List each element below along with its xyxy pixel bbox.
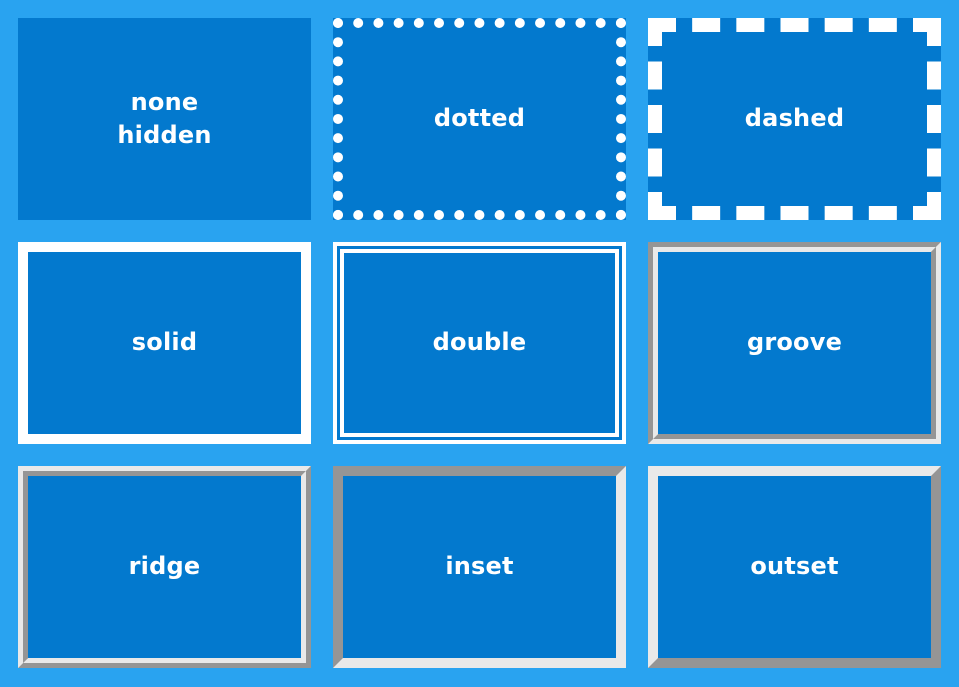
border-demo-ridge: ridge bbox=[18, 466, 311, 668]
border-demo-label: none hidden bbox=[117, 87, 212, 149]
border-demo-dotted: dotted bbox=[333, 18, 626, 220]
border-demo-label: groove bbox=[746, 328, 843, 357]
border-demo-label: inset bbox=[445, 552, 514, 581]
border-demo-label: double bbox=[432, 328, 527, 357]
border-demo-double: double bbox=[333, 242, 626, 444]
border-demo-outset: outset bbox=[648, 466, 941, 668]
border-demo-groove: groove bbox=[648, 242, 941, 444]
border-demo-label: outset bbox=[750, 552, 839, 581]
border-demo-solid: solid bbox=[18, 242, 311, 444]
border-demo-inset: inset bbox=[333, 466, 626, 668]
border-demo-label: solid bbox=[131, 328, 198, 357]
border-demo-label: ridge bbox=[128, 552, 201, 581]
border-demo-label: dashed bbox=[744, 104, 845, 133]
border-demo-label: dotted bbox=[433, 104, 526, 133]
border-demo-dashed: dashed bbox=[648, 18, 941, 220]
border-demo-none-hidden: none hidden bbox=[18, 18, 311, 220]
